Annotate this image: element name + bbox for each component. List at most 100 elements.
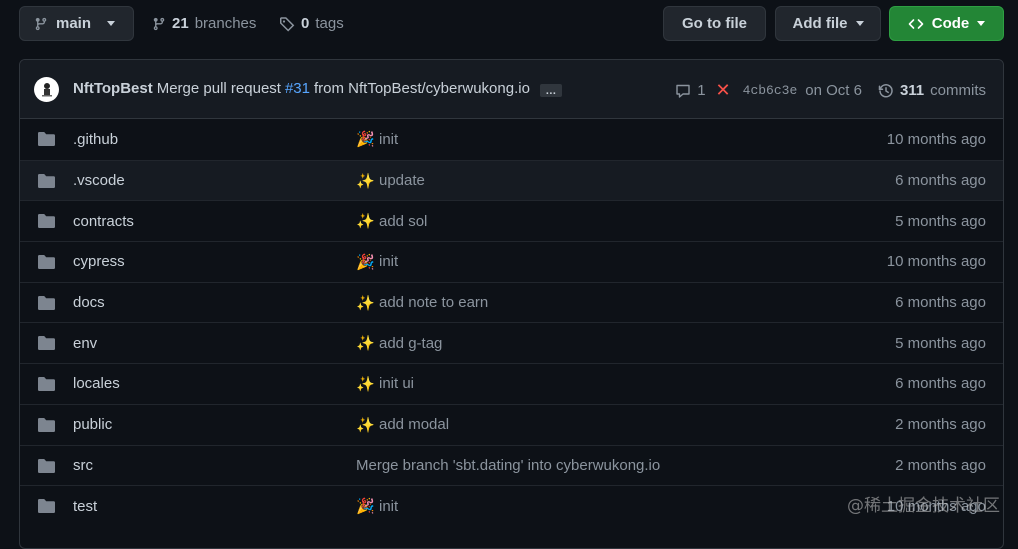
file-row[interactable]: contracts ✨ add sol 5 months ago: [20, 200, 1003, 241]
go-to-file-button[interactable]: Go to file: [663, 6, 766, 41]
folder-icon: [37, 335, 56, 351]
file-name[interactable]: cypress: [73, 253, 125, 270]
file-age: 2 months ago: [895, 457, 986, 474]
commit-emoji-icon: ✨: [356, 375, 374, 393]
file-commit-message[interactable]: ✨ update: [356, 172, 425, 190]
file-age: 6 months ago: [895, 172, 986, 189]
expand-commit-button[interactable]: …: [540, 84, 562, 97]
git-branch-icon: [152, 16, 166, 32]
file-row[interactable]: .vscode ✨ update 6 months ago: [20, 160, 1003, 201]
folder-icon: [37, 254, 56, 270]
commit-emoji-icon: ✨: [356, 294, 374, 312]
file-commit-text[interactable]: add modal: [379, 416, 449, 433]
file-name[interactable]: .vscode: [73, 172, 125, 189]
add-file-button[interactable]: Add file: [775, 6, 881, 41]
file-commit-message[interactable]: Merge branch 'sbt.dating' into cyberwuko…: [356, 457, 660, 474]
chevron-down-icon: [977, 21, 985, 26]
comments-count: 1: [697, 82, 705, 99]
avatar[interactable]: [34, 77, 59, 102]
file-commit-text[interactable]: init: [379, 253, 398, 270]
commit-emoji-icon: ✨: [356, 334, 374, 352]
file-name[interactable]: public: [73, 416, 112, 433]
file-row[interactable]: test 🎉 init 10 months ago: [20, 485, 1003, 526]
pull-request-link[interactable]: #31: [285, 80, 310, 97]
branches-link[interactable]: 21 branches: [152, 6, 256, 41]
commit-message-prefix[interactable]: Merge pull request: [157, 80, 281, 97]
file-commit-text[interactable]: update: [379, 172, 425, 189]
commit-message: NftTopBest Merge pull request #31 from N…: [73, 80, 562, 97]
file-commit-message[interactable]: ✨ init ui: [356, 375, 414, 393]
folder-icon: [37, 131, 56, 147]
tags-link[interactable]: 0 tags: [279, 6, 344, 41]
commit-message-suffix[interactable]: from NftTopBest/cyberwukong.io: [314, 80, 530, 97]
file-row[interactable]: env ✨ add g-tag 5 months ago: [20, 322, 1003, 363]
file-row[interactable]: locales ✨ init ui 6 months ago: [20, 363, 1003, 404]
file-commit-text[interactable]: add note to earn: [379, 294, 488, 311]
commits-history-link[interactable]: 311 commits: [878, 82, 986, 99]
folder-icon: [37, 417, 56, 433]
file-row[interactable]: src Merge branch 'sbt.dating' into cyber…: [20, 445, 1003, 486]
file-name[interactable]: contracts: [73, 213, 134, 230]
file-age: 6 months ago: [895, 375, 986, 392]
commit-emoji-icon: 🎉: [356, 130, 374, 148]
file-row[interactable]: .github 🎉 init 10 months ago: [20, 119, 1003, 160]
file-age: 5 months ago: [895, 335, 986, 352]
branch-name: main: [56, 15, 91, 32]
commit-author[interactable]: NftTopBest: [73, 80, 153, 97]
file-commit-text[interactable]: add g-tag: [379, 335, 442, 352]
folder-icon: [37, 295, 56, 311]
branch-selector-button[interactable]: main: [19, 6, 134, 41]
file-browser: NftTopBest Merge pull request #31 from N…: [19, 59, 1004, 549]
file-row[interactable]: docs ✨ add note to earn 6 months ago: [20, 282, 1003, 323]
file-commit-text[interactable]: init: [379, 131, 398, 148]
repo-toolbar: main 21 branches 0 tags Go to file Add f…: [19, 6, 1004, 42]
file-commit-message[interactable]: 🎉 init: [356, 130, 398, 148]
commit-sha[interactable]: 4cb6c3e: [743, 83, 798, 98]
file-list: .github 🎉 init 10 months ago .vscode ✨ u…: [20, 119, 1003, 526]
status-fail-icon[interactable]: ✕: [716, 80, 731, 101]
file-commit-message[interactable]: ✨ add g-tag: [356, 334, 442, 352]
file-name[interactable]: src: [73, 457, 93, 474]
folder-icon: [37, 173, 56, 189]
file-row[interactable]: public ✨ add modal 2 months ago: [20, 404, 1003, 445]
code-label: Code: [932, 15, 970, 32]
commit-emoji-icon: ✨: [356, 172, 374, 190]
file-age: 5 months ago: [895, 213, 986, 230]
file-commit-text[interactable]: add sol: [379, 213, 427, 230]
commit-emoji-icon: 🎉: [356, 497, 374, 515]
file-name[interactable]: locales: [73, 375, 120, 392]
file-commit-message[interactable]: ✨ add sol: [356, 212, 427, 230]
commit-emoji-icon: 🎉: [356, 253, 374, 271]
chevron-down-icon: [856, 21, 864, 26]
file-row[interactable]: cypress 🎉 init 10 months ago: [20, 241, 1003, 282]
commit-date[interactable]: on Oct 6: [805, 82, 862, 99]
file-name[interactable]: env: [73, 335, 97, 352]
file-age: 6 months ago: [895, 294, 986, 311]
code-icon: [908, 16, 924, 32]
branches-label: branches: [195, 15, 257, 32]
branches-count: 21: [172, 15, 189, 32]
file-name[interactable]: .github: [73, 131, 118, 148]
file-commit-message[interactable]: ✨ add note to earn: [356, 294, 488, 312]
file-commit-message[interactable]: 🎉 init: [356, 497, 398, 515]
file-name[interactable]: docs: [73, 294, 105, 311]
file-commit-text[interactable]: init ui: [379, 375, 414, 392]
file-age: 2 months ago: [895, 416, 986, 433]
file-commit-message[interactable]: 🎉 init: [356, 253, 398, 271]
file-commit-text[interactable]: init: [379, 498, 398, 515]
git-branch-icon: [34, 16, 48, 32]
file-age: 10 months ago: [887, 131, 986, 148]
file-commit-text[interactable]: Merge branch 'sbt.dating' into cyberwuko…: [356, 457, 660, 474]
folder-icon: [37, 458, 56, 474]
go-to-file-label: Go to file: [682, 15, 747, 32]
avatar-figure-icon: [40, 82, 54, 98]
folder-icon: [37, 498, 56, 514]
comments-link[interactable]: 1: [675, 82, 705, 99]
file-age: 10 months ago: [887, 253, 986, 270]
add-file-label: Add file: [793, 15, 848, 32]
file-name[interactable]: test: [73, 498, 97, 515]
file-commit-message[interactable]: ✨ add modal: [356, 416, 449, 434]
folder-icon: [37, 213, 56, 229]
code-button[interactable]: Code: [889, 6, 1004, 41]
commits-count: 311: [900, 82, 924, 99]
